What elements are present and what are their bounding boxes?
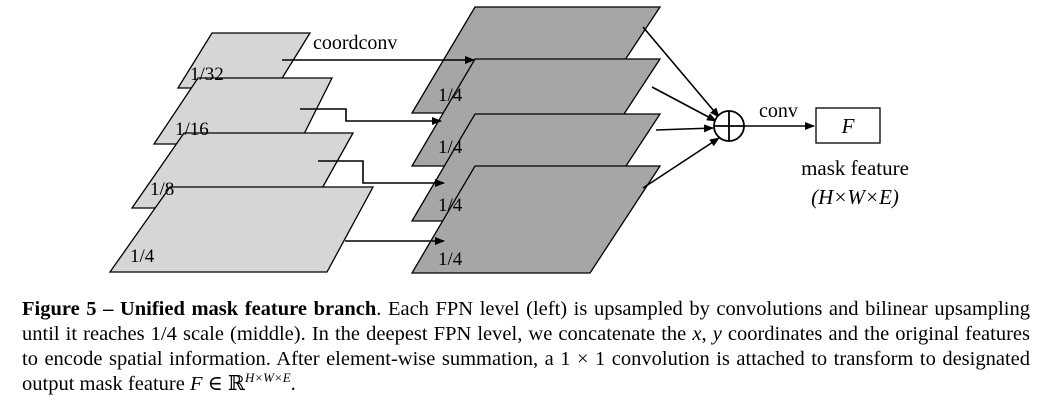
upsampled-level-label: 1/4 (438, 137, 463, 158)
element-wise-sum-icon (713, 110, 745, 142)
caption-text: . Each FPN level (left) is upsampled by … (22, 298, 1030, 345)
upsample-arrow (300, 108, 442, 125)
output-feature-box (815, 107, 881, 144)
sum-input-arrow (651, 86, 717, 122)
coordconv-label: coordconv (313, 32, 397, 54)
upsampled-level-label: 1/4 (438, 249, 463, 270)
upsampled-level-label: 1/4 (438, 195, 463, 216)
fpn-level-label: 1/16 (175, 119, 209, 140)
output-feature-dims: (H×W×E) (811, 185, 899, 209)
output-feature-symbol: F (841, 114, 855, 138)
caption-text: . (290, 373, 296, 395)
figure-caption: Figure 5 – Unified mask feature branch. … (22, 297, 1030, 397)
fpn-level-label: 1/4 (130, 246, 155, 267)
caption-math-y: y (712, 323, 722, 345)
fpn-level-label: 1/32 (190, 64, 224, 85)
upsampled-level-label: 1/4 (438, 85, 463, 106)
sum-input-arrow (642, 26, 720, 118)
upsampled-level-4 (410, 165, 662, 274)
caption-label: Figure 5 – Unified mask feature branch (22, 298, 377, 320)
caption-math-f: F (189, 373, 203, 395)
conv-label: conv (759, 100, 798, 122)
caption-math-x: x (692, 323, 702, 345)
caption-text: , (701, 323, 713, 345)
caption-text: coordinates and the original features to… (22, 323, 1030, 395)
upsample-arrow (318, 160, 445, 187)
caption-math-sup: H×W×E (245, 370, 291, 385)
output-feature-label: mask feature (801, 156, 909, 180)
fpn-level-1-4 (108, 186, 375, 273)
sum-input-arrow (642, 137, 720, 189)
sum-input-arrow (655, 124, 714, 133)
feature-branch-diagram: 1/32 1/16 1/8 1/4 1/4 1/4 1/4 1/4 coordc… (108, 6, 909, 274)
caption-math-set: ∈ ℝ (202, 373, 245, 395)
fpn-level-label: 1/8 (150, 179, 174, 200)
caption-math-sup-text: H×W×E (244, 370, 291, 385)
